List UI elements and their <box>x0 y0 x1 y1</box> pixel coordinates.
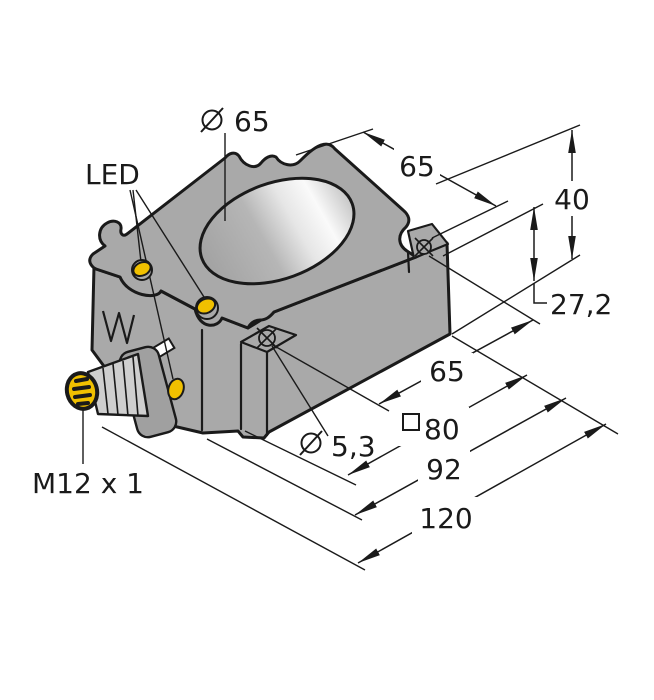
dim-step-height-value: 27,2 <box>550 288 612 321</box>
dim-tail-step-height <box>533 283 547 304</box>
dim-face-diameter: 65 <box>200 105 270 138</box>
dim-top-width-value: 65 <box>399 150 435 183</box>
step-wall-edge <box>406 250 411 274</box>
body-corner-edge <box>445 243 452 334</box>
dim-body-square-value: 80 <box>424 413 460 446</box>
housing-mark <box>101 310 136 345</box>
square-symbol-icon <box>402 413 420 431</box>
led-leader-line <box>132 189 142 263</box>
dim-body-length-value: 92 <box>426 453 462 486</box>
thread-ring <box>122 360 129 417</box>
mounting-corner-east <box>406 222 450 274</box>
led-label: LED <box>85 158 140 191</box>
dim-hole-diameter-value: 5,3 <box>331 430 376 463</box>
hole-crosshair <box>256 327 278 349</box>
dim-hole-diameter: 5,3 <box>299 430 376 463</box>
diameter-symbol-icon <box>299 430 323 456</box>
sensing-face <box>198 176 356 286</box>
dim-total-length-value: 120 <box>419 502 472 535</box>
connector-thread-label: M12 x 1 <box>32 467 144 500</box>
thread-ring <box>102 367 109 415</box>
labels: 65 LED 65 40 27,2 65 5,3 80 92 120 M12 x… <box>32 105 612 535</box>
dim-line-total-length <box>357 423 607 564</box>
connector-pin-slots <box>72 377 92 406</box>
led-indicator-1 <box>132 260 152 278</box>
dim-hole-spacing-value: 65 <box>429 355 465 388</box>
m12-connector <box>64 345 178 439</box>
leader-hole-diameter <box>271 345 329 437</box>
thread-ring <box>132 356 139 417</box>
diameter-symbol-icon <box>200 107 224 133</box>
dim-height-value: 40 <box>554 183 590 216</box>
led-leader-line <box>129 189 174 380</box>
dim-body-square: 80 <box>402 413 460 446</box>
hole-crosshair <box>414 237 434 257</box>
led-indicator-3 <box>167 377 185 401</box>
led-leader-line <box>135 189 205 298</box>
mounting-corner-south <box>239 324 298 354</box>
led-indicator-2 <box>195 297 217 315</box>
led-indicators <box>129 189 219 401</box>
thread-ring <box>112 363 119 416</box>
dim-face-diameter-value: 65 <box>234 105 270 138</box>
